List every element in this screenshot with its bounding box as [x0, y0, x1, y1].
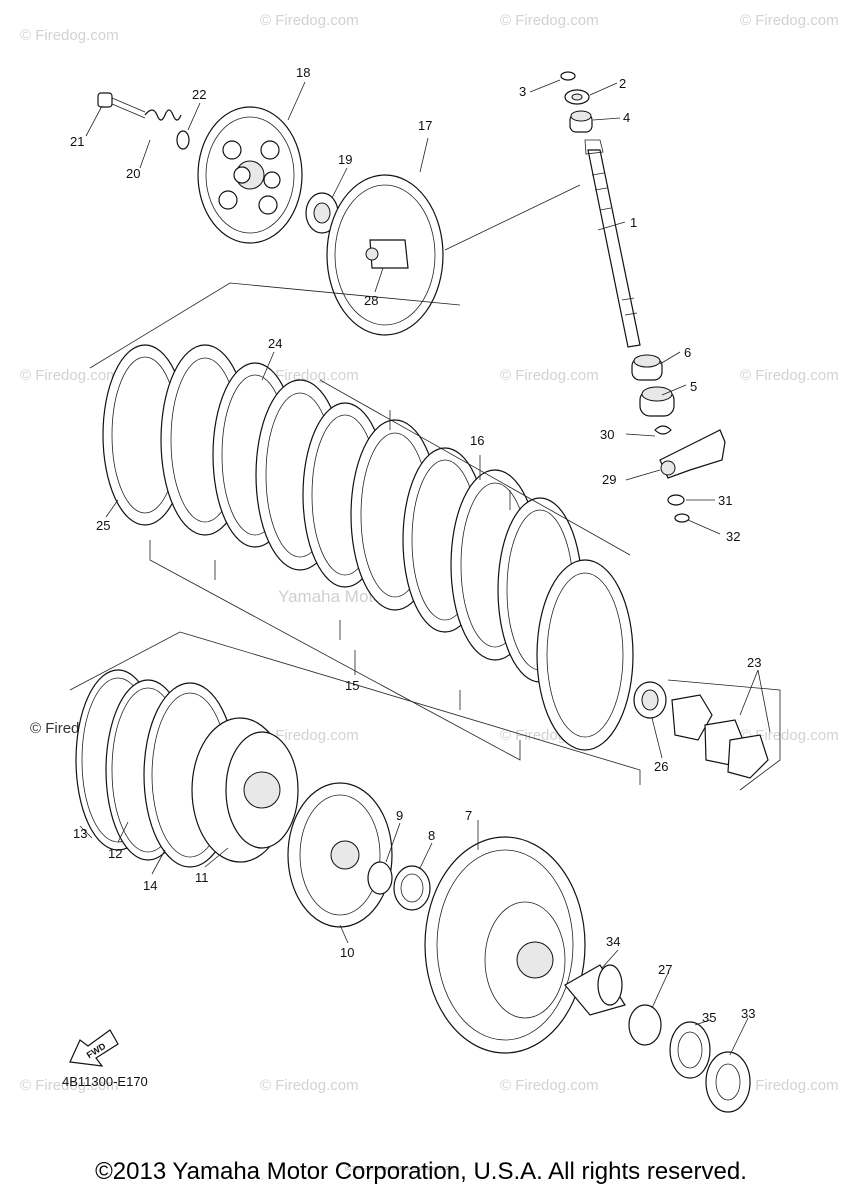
callout-6: 6	[684, 345, 691, 360]
callout-2: 2	[619, 76, 626, 91]
callout-32: 32	[726, 529, 740, 544]
friction-plate-17	[326, 174, 444, 336]
callout-19: 19	[338, 152, 352, 167]
callout-27: 27	[658, 962, 672, 977]
callout-31: 31	[718, 493, 732, 508]
small-parts-top-right	[560, 71, 593, 133]
pressure-plate	[197, 106, 303, 244]
bearings-right	[631, 354, 675, 417]
callout-5: 5	[690, 379, 697, 394]
callout-20: 20	[126, 166, 140, 181]
watermark: © Firedog.com	[260, 12, 359, 29]
spacer-bearing-gear	[564, 964, 751, 1113]
callout-4: 4	[623, 110, 630, 125]
callout-26: 26	[654, 759, 668, 774]
watermark: © Firedog.com	[740, 12, 839, 29]
callout-23: 23	[747, 655, 761, 670]
callout-3: 3	[519, 84, 526, 99]
watermark: © Firedog.com	[20, 1077, 119, 1094]
watermark: © Firedog.com	[260, 367, 359, 384]
fwd-arrow-icon: FWD	[69, 1029, 119, 1067]
callout-11: 11	[195, 870, 209, 885]
callout-17: 17	[418, 118, 432, 133]
watermark: © Firedog.com	[740, 367, 839, 384]
callout-18: 18	[296, 65, 310, 80]
callout-13: 13	[73, 826, 87, 841]
copyright-footer: ©2013 Yamaha Motor Corporation, U.S.A. A…	[95, 1158, 747, 1185]
callout-9: 9	[396, 808, 403, 823]
collar-and-plates	[633, 679, 781, 791]
clutch-housing	[424, 836, 586, 1054]
bolt-spring	[97, 92, 190, 150]
watermark: © Firedog.com	[260, 727, 359, 744]
lower-assembly	[69, 631, 641, 928]
callout-10: 10	[340, 945, 354, 960]
washers-8-9	[367, 861, 431, 911]
callout-7: 7	[465, 808, 472, 823]
watermark: © Firedog.com	[20, 27, 119, 44]
callout-34: 34	[606, 934, 620, 949]
bearing-19	[305, 192, 339, 234]
callouts: 1 2 3 4 5 6 7 8 9 10 11 12 13 14 15 16 1…	[70, 65, 761, 1025]
callout-24: 24	[268, 336, 282, 351]
watermark: © Firedog.com	[500, 12, 599, 29]
watermark: © Firedog.com	[20, 367, 119, 384]
clutch-plate-stack	[102, 344, 634, 761]
callout-15: 15	[345, 678, 359, 693]
callout-21: 21	[70, 134, 84, 149]
callout-12: 12	[108, 846, 122, 861]
callout-30: 30	[600, 427, 614, 442]
leader-lines	[79, 79, 771, 1056]
callout-25: 25	[96, 518, 110, 533]
watermark: © Firedog.com	[740, 727, 839, 744]
watermark: © Firedog.com	[500, 367, 599, 384]
watermark: © Firedog.com	[500, 1077, 599, 1094]
callout-14: 14	[143, 878, 157, 893]
watermark: © Firedog.com	[260, 1077, 359, 1094]
lever-assembly	[654, 425, 726, 523]
callout-1: 1	[630, 215, 637, 230]
callout-33: 33	[741, 1006, 755, 1021]
push-rod-shaft	[584, 139, 641, 348]
watermark: © Firedog.com	[740, 1077, 839, 1094]
callout-35: 35	[702, 1010, 716, 1025]
small-notice: (c) 2005-2016 Yamaha Motor Corporation, …	[345, 1166, 455, 1172]
callout-22: 22	[192, 87, 206, 102]
callout-16: 16	[470, 433, 484, 448]
callout-29: 29	[602, 472, 616, 487]
diagram-code: 4B11300-E170	[62, 1074, 148, 1089]
watermarks: © Firedog.com © Firedog.com © Firedog.co…	[20, 12, 839, 1094]
callout-28: 28	[364, 293, 378, 308]
callout-8: 8	[428, 828, 435, 843]
